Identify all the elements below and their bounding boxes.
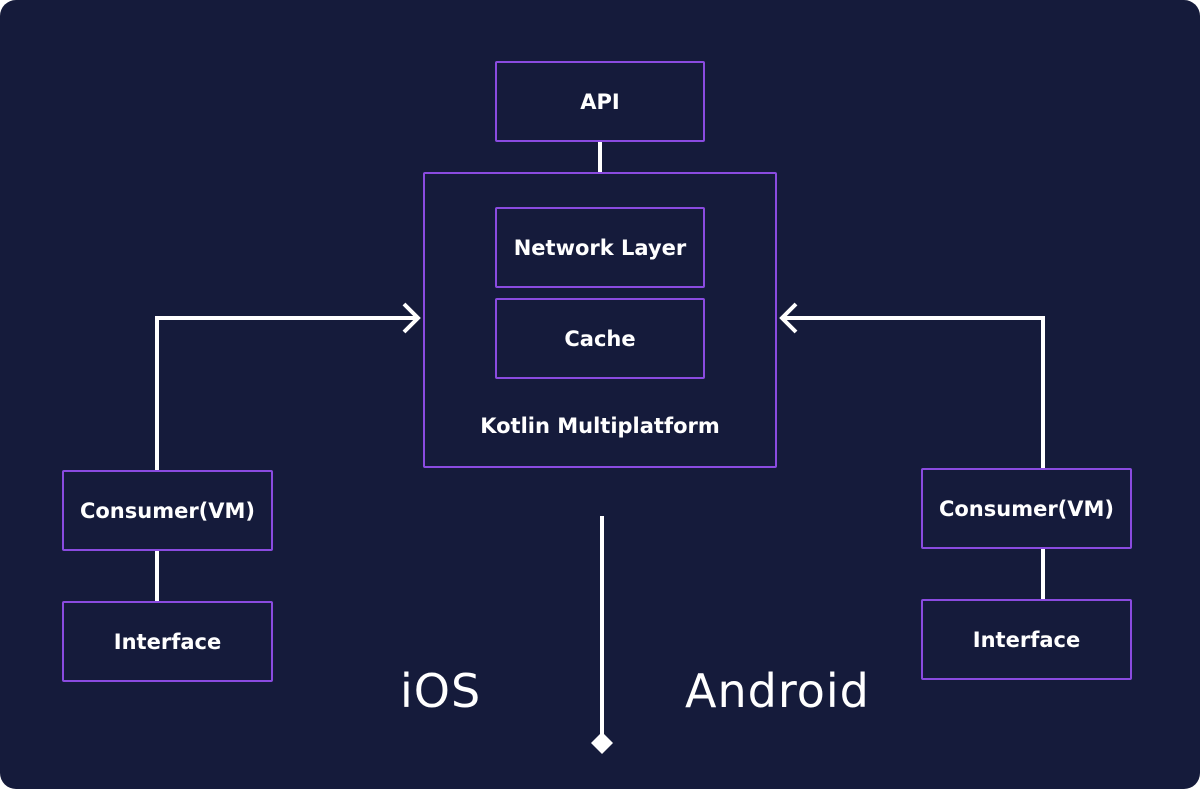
android-consumer-arrow (782, 316, 1045, 468)
android-interface-label: Interface (972, 627, 1081, 652)
api-box: API (495, 61, 705, 142)
kotlin-multiplatform-label: Kotlin Multiplatform (480, 414, 720, 438)
ios-consumer-label: Consumer(VM) (79, 498, 256, 523)
network-layer-label: Network Layer (513, 235, 687, 260)
android-consumer-box: Consumer(VM) (921, 468, 1132, 549)
api-label: API (580, 89, 620, 114)
network-layer-box: Network Layer (495, 207, 705, 288)
cache-box: Cache (495, 298, 705, 379)
ios-interface-box: Interface (62, 601, 273, 682)
cache-label: Cache (564, 326, 636, 351)
platform-divider-diamond (591, 732, 613, 754)
kotlin-multiplatform-container: Kotlin Multiplatform (423, 172, 777, 468)
ios-arrowhead (402, 302, 421, 334)
ios-consumer-box: Consumer(VM) (62, 470, 273, 551)
android-consumer-label: Consumer(VM) (938, 496, 1115, 521)
android-arrowhead (779, 302, 798, 334)
ios-interface-label: Interface (113, 629, 222, 654)
ios-platform-label: iOS (400, 664, 482, 718)
android-platform-label: Android (685, 664, 870, 718)
android-interface-box: Interface (921, 599, 1132, 680)
ios-consumer-arrow (155, 316, 418, 470)
